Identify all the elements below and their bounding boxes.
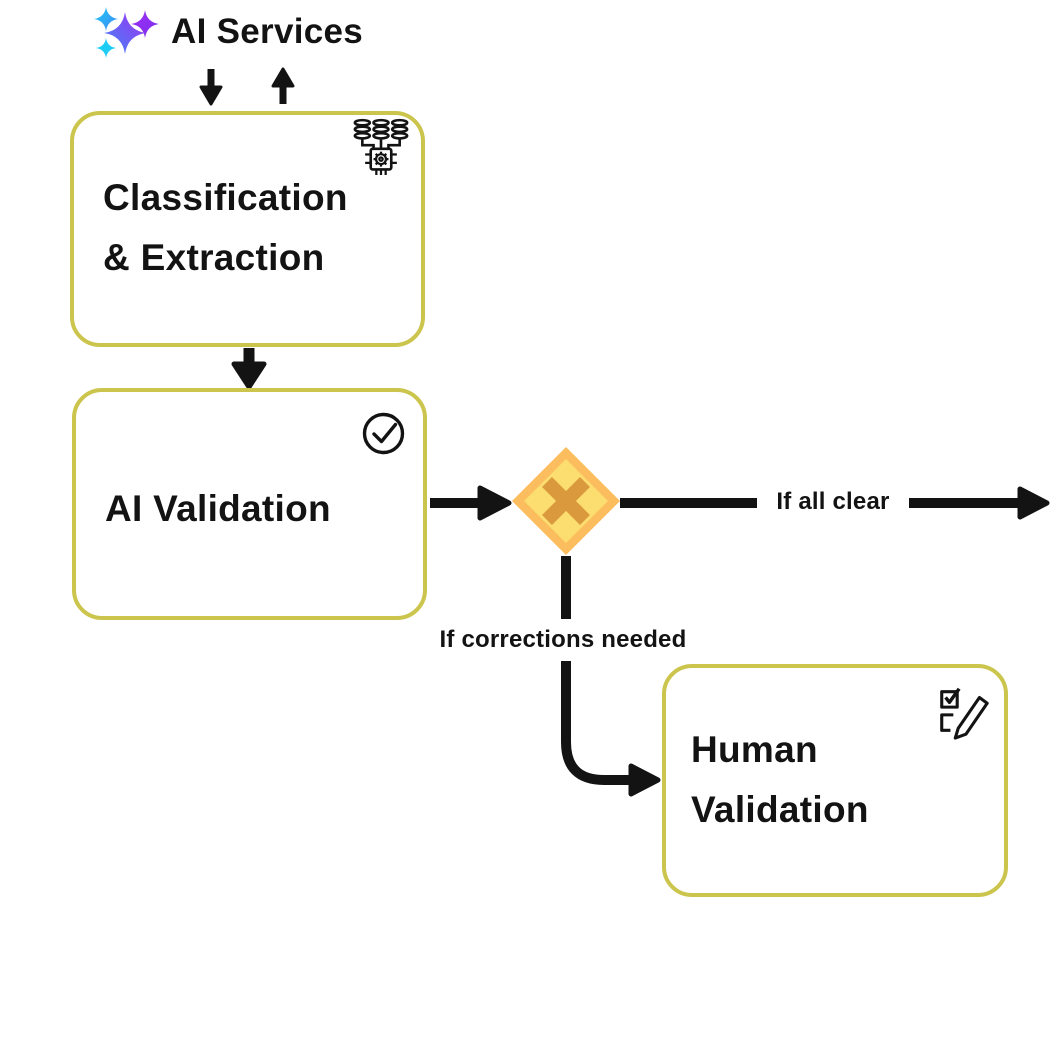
node-label-line2: Validation bbox=[691, 789, 869, 830]
node-label: Human Validation bbox=[691, 720, 869, 840]
sparkles-icon bbox=[94, 7, 159, 58]
node-label: AI Validation bbox=[105, 479, 331, 539]
diagram-title: AI Services bbox=[93, 3, 363, 61]
node-ai-validation: AI Validation bbox=[72, 388, 427, 620]
edge-label-if-all-clear: If all clear bbox=[776, 488, 890, 515]
arrow-validation-to-decision bbox=[430, 485, 512, 521]
node-label-line2: & Extraction bbox=[103, 237, 325, 278]
x-mark-icon bbox=[542, 477, 590, 525]
edit-checklist-icon bbox=[940, 687, 989, 740]
node-label: Classification & Extraction bbox=[103, 168, 348, 288]
arrow-title-down bbox=[199, 69, 223, 106]
arrow-classification-to-validation bbox=[231, 348, 267, 390]
diagram-title-label: AI Services bbox=[171, 12, 364, 51]
node-label-line1: Classification bbox=[103, 177, 348, 218]
arrow-title-up bbox=[271, 67, 295, 104]
node-label-line1: AI Validation bbox=[105, 488, 331, 529]
node-classification-extraction: Classification & Extraction bbox=[70, 111, 425, 347]
decision-diamond bbox=[512, 447, 620, 555]
node-human-validation: Human Validation bbox=[662, 664, 1008, 897]
edge-if-corrections bbox=[561, 556, 661, 797]
edge-if-all-clear bbox=[620, 486, 1050, 520]
node-label-line1: Human bbox=[691, 729, 818, 770]
check-circle-icon bbox=[362, 412, 405, 455]
database-chip-icon bbox=[353, 118, 409, 175]
edge-label-if-corrections-needed: If corrections needed bbox=[439, 626, 687, 653]
